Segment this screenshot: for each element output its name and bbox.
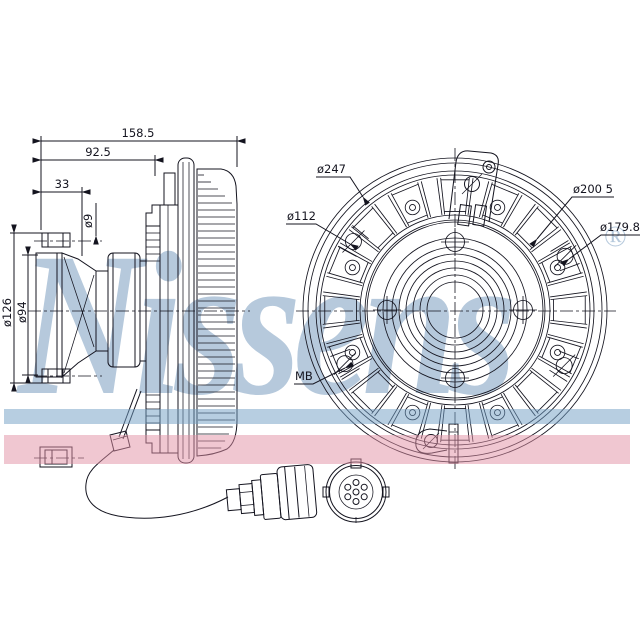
dim-stud-hole: ø9	[81, 214, 95, 228]
flange-stud-top	[41, 232, 71, 248]
top-bracket	[448, 150, 499, 227]
marking-label: MB	[295, 369, 313, 383]
decorative-band-pink	[4, 435, 630, 464]
dim-outer-od: ø247	[317, 162, 346, 176]
bearing-housing	[95, 252, 147, 368]
front-view-leaders	[286, 176, 640, 385]
decorative-band-blue	[4, 409, 630, 424]
dim-total-length: 158.5	[122, 126, 155, 140]
connector-plug	[225, 464, 318, 521]
dim-ring-od: ø179.8	[600, 220, 640, 234]
mount-flange	[35, 252, 63, 378]
connector-pins	[344, 479, 368, 505]
dim-hub-length: 33	[55, 177, 70, 191]
electrical-cable	[85, 449, 229, 519]
side-view: 158.5 92.5 33 ø9 ø126 ø94	[0, 126, 390, 523]
dim-flange-od: ø126	[0, 298, 14, 327]
dim-upper-length: 92.5	[85, 145, 111, 159]
dim-pilot-od: ø94	[15, 301, 29, 323]
brand-watermark: Nissens	[18, 211, 517, 438]
dim-mount-bolt-circle: ø200 5	[573, 182, 613, 196]
connector-face-view	[322, 458, 390, 523]
taper-hub	[61, 252, 97, 379]
dim-hub-bolt-circle: ø112	[287, 209, 316, 223]
side-view-dimensions	[10, 136, 246, 392]
registered-trademark-icon: ®	[604, 220, 627, 253]
